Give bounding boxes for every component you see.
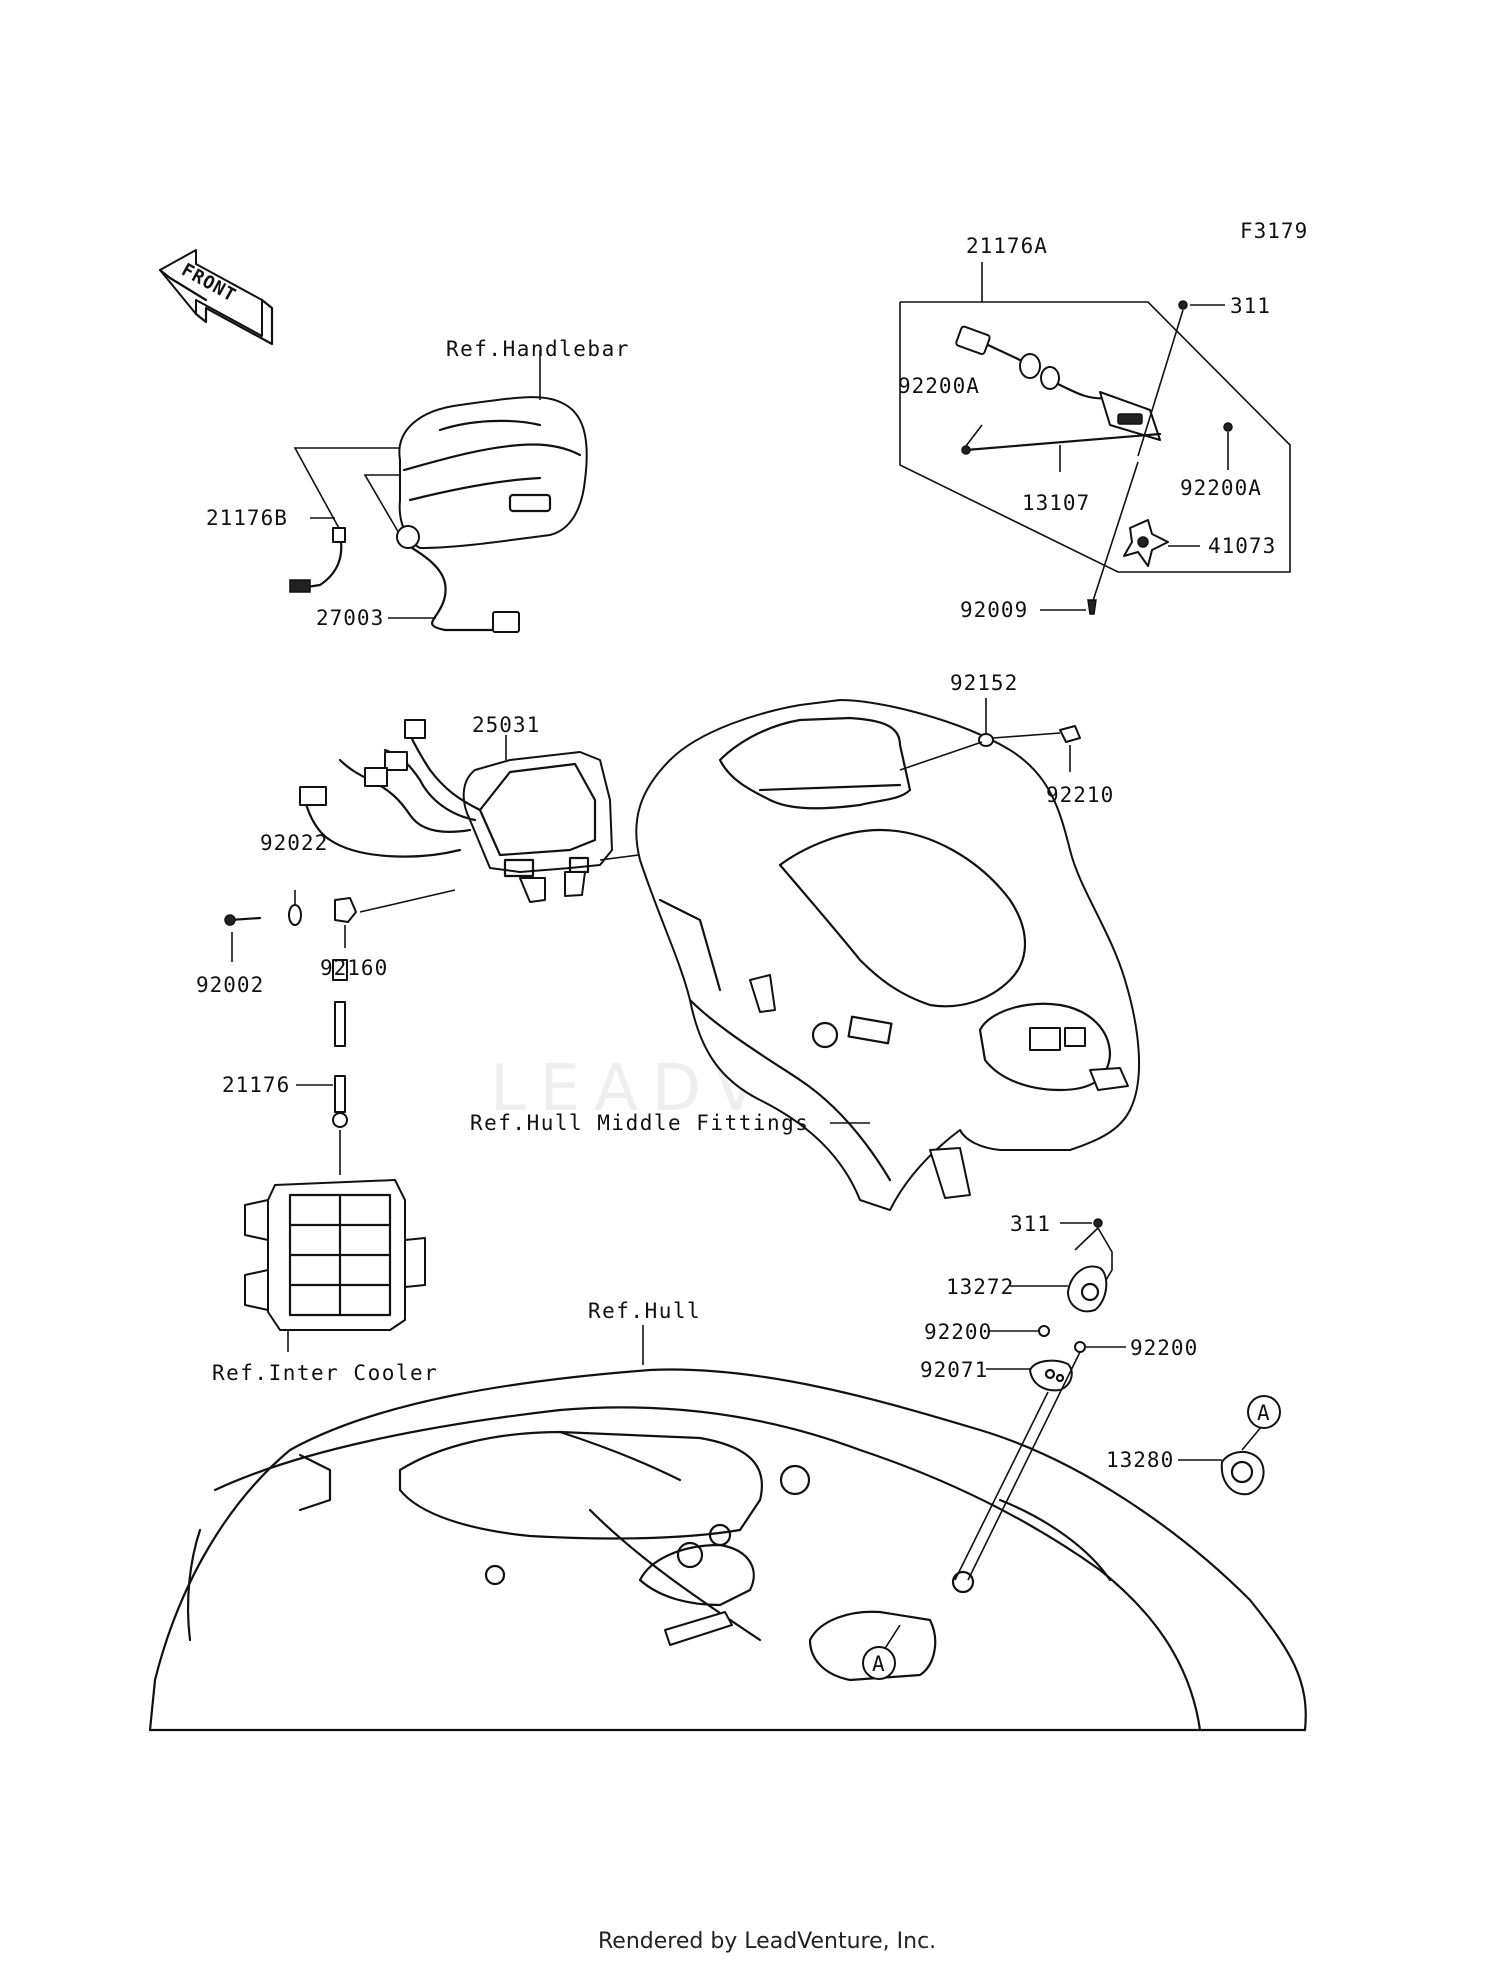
label-25031: 25031 bbox=[472, 713, 540, 737]
ref-hull: Ref.Hull bbox=[588, 1299, 701, 1323]
ref-handlebar: Ref.Handlebar bbox=[446, 337, 630, 361]
label-92009: 92009 bbox=[960, 598, 1028, 622]
bottom-right-parts: A bbox=[954, 1218, 1281, 1581]
label-92200A-right: 92200A bbox=[1180, 476, 1262, 500]
label-21176A: 21176A bbox=[966, 234, 1048, 258]
callout-a-top: A bbox=[1257, 1401, 1271, 1425]
label-92200A-left: 92200A bbox=[898, 374, 980, 398]
label-13107: 13107 bbox=[1022, 491, 1090, 515]
meter-group bbox=[224, 719, 613, 962]
label-13280: 13280 bbox=[1106, 1448, 1174, 1472]
label-21176B: 21176B bbox=[206, 506, 288, 530]
ref-hull-middle: Ref.Hull Middle Fittings bbox=[470, 1111, 809, 1135]
hull-middle-fittings bbox=[599, 698, 1141, 1211]
label-92200-right: 92200 bbox=[1130, 1336, 1198, 1360]
label-92152: 92152 bbox=[950, 671, 1018, 695]
ref-inter-cooler: Ref.Inter Cooler bbox=[212, 1361, 438, 1385]
handlebar-group bbox=[289, 350, 588, 633]
label-92160: 92160 bbox=[320, 956, 388, 980]
footer-credit: Rendered by LeadVenture, Inc. bbox=[598, 1929, 936, 1954]
label-311-top: 311 bbox=[1230, 294, 1271, 318]
figure-code: F3179 bbox=[1240, 219, 1308, 243]
label-41073: 41073 bbox=[1208, 534, 1276, 558]
callout-a-top-icon bbox=[1247, 1395, 1281, 1429]
label-92022: 92022 bbox=[260, 831, 328, 855]
label-311-bottom: 311 bbox=[1010, 1212, 1051, 1236]
label-27003: 27003 bbox=[316, 606, 384, 630]
label-92071: 92071 bbox=[920, 1358, 988, 1382]
label-92200-left: 92200 bbox=[924, 1320, 992, 1344]
label-21176: 21176 bbox=[222, 1073, 290, 1097]
inter-cooler-group bbox=[244, 959, 426, 1352]
label-92210: 92210 bbox=[1046, 783, 1114, 807]
label-13272: 13272 bbox=[946, 1275, 1014, 1299]
hull-group: A bbox=[148, 1325, 1307, 1732]
part-group-21176A bbox=[899, 262, 1291, 615]
callout-a-bottom: A bbox=[872, 1652, 886, 1676]
callout-a-bottom-icon bbox=[862, 1646, 896, 1680]
label-92002: 92002 bbox=[196, 973, 264, 997]
front-arrow-icon: FRONT bbox=[158, 249, 274, 346]
